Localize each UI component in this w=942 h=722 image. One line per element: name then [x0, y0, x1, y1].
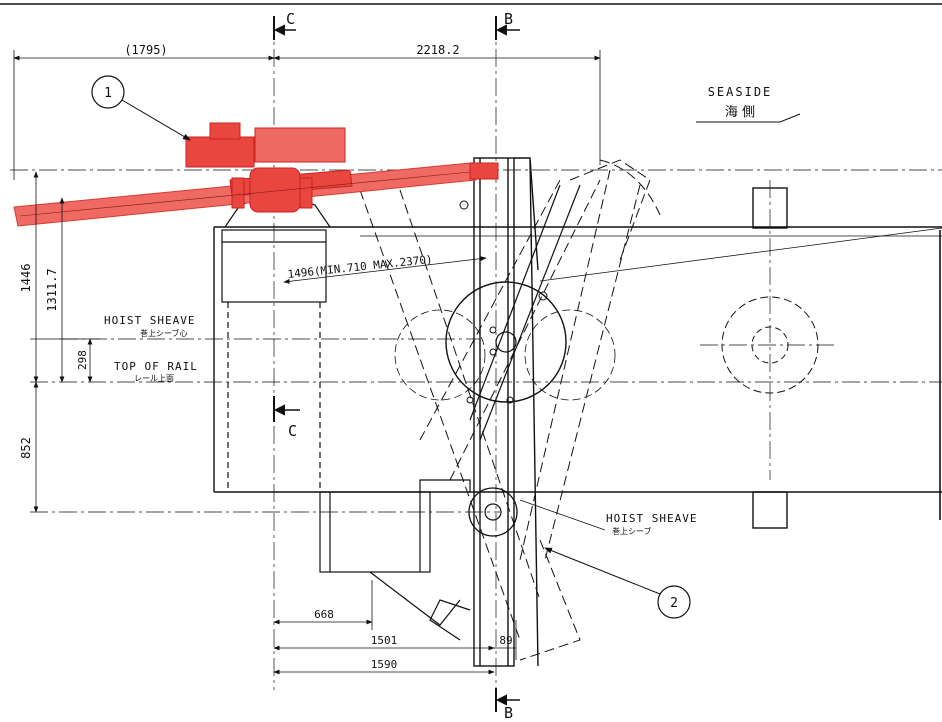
dim-bottom-b: 1501 [371, 634, 398, 647]
boom-arm-solid [429, 184, 581, 641]
hoist-sheave2-label: HOIST SHEAVE [606, 512, 697, 525]
balloon-1: 1 [91, 75, 191, 141]
balloon-2-label: 2 [670, 596, 678, 611]
hoist-sheave-label-jp: 巻上シーブ心 [140, 328, 188, 338]
dim-bottom-a: 668 [314, 608, 334, 621]
section-c-top: C [286, 10, 295, 28]
hydraulic-cylinder-highlight[interactable] [13, 122, 499, 227]
dim-top-left: (1795) [124, 43, 167, 57]
center-lines [10, 20, 942, 690]
sheave-circles [394, 281, 819, 537]
seaside-label: SEASIDE [708, 85, 773, 99]
dim-height-total: 1446 [19, 264, 33, 293]
dim-height-inner: 1311.7 [45, 268, 59, 311]
section-c-mid: C [288, 422, 297, 440]
dim-top-right: 2218.2 [416, 43, 459, 57]
hoist-sheave2-label-jp: 巻上シーブ [612, 526, 652, 536]
section-b-top: B [504, 10, 513, 28]
balloon-2: 2 [544, 547, 691, 619]
vertical-post [473, 157, 539, 667]
section-markers [273, 16, 520, 712]
hoist-sheave-leader [519, 499, 606, 531]
pedestal-hidden [221, 199, 331, 492]
top-of-rail-label-jp: レール上面 [134, 374, 174, 383]
lower-bracket [319, 479, 471, 626]
dim-bottom-d: 1590 [371, 658, 398, 671]
boom-arms [359, 159, 661, 661]
bolt-plates [752, 187, 788, 529]
section-b-bottom: B [504, 704, 513, 722]
balloon-1-label: 1 [104, 86, 112, 101]
hoist-sheave-label: HOIST SHEAVE [104, 314, 195, 327]
seaside-arrow [696, 113, 801, 123]
dim-cylinder: 1496(MIN.710 MAX.2370) [287, 253, 433, 281]
dim-bottom-c: 89 [499, 634, 512, 647]
dim-lower: 852 [19, 437, 33, 459]
dimension-lines [13, 50, 601, 675]
dim-sheave-offset: 298 [76, 350, 89, 370]
top-of-rail-label: TOP OF RAIL [114, 360, 198, 373]
seaside-label-jp: 海 側 [725, 105, 755, 120]
